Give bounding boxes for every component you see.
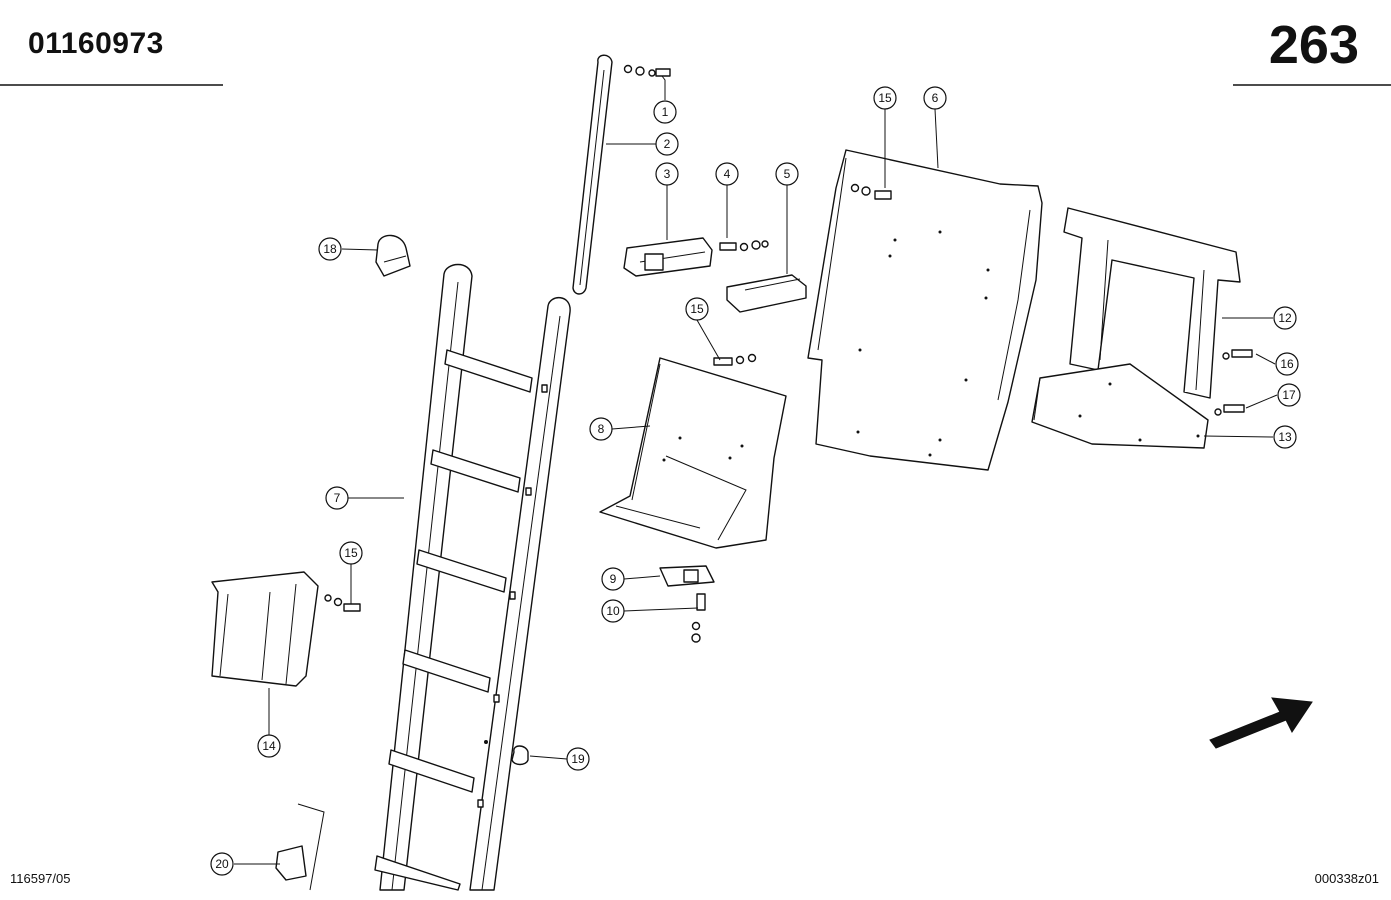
svg-text:18: 18	[323, 242, 337, 256]
part-plug-19	[511, 745, 529, 766]
svg-text:8: 8	[598, 422, 605, 436]
callout-15-seat: 15	[685, 297, 709, 321]
svg-text:4: 4	[724, 167, 731, 181]
part-bolt-15-cover	[324, 594, 361, 612]
part-bolt-17	[1214, 404, 1245, 416]
document-number: 01160973	[28, 27, 164, 60]
svg-text:13: 13	[1278, 430, 1292, 444]
part-bolt-15-panel	[850, 183, 892, 200]
part-foot-cap-20	[275, 803, 325, 891]
svg-text:2: 2	[664, 137, 671, 151]
part-cap-18	[375, 234, 411, 277]
callout-1: 1	[653, 100, 677, 124]
svg-text:9: 9	[610, 572, 617, 586]
svg-text:6: 6	[932, 91, 939, 105]
callout-17: 17	[1277, 383, 1301, 407]
svg-text:20: 20	[215, 857, 229, 871]
callout-9: 9	[601, 567, 625, 591]
callout-2: 2	[655, 132, 679, 156]
svg-text:7: 7	[334, 491, 341, 505]
svg-text:1: 1	[662, 105, 669, 119]
callout-16: 16	[1275, 352, 1299, 376]
svg-text:12: 12	[1278, 311, 1292, 325]
svg-text:14: 14	[262, 739, 276, 753]
part-channel-5	[726, 274, 807, 313]
svg-text:10: 10	[606, 604, 620, 618]
part-rod	[572, 54, 613, 295]
page-number: 263	[1268, 15, 1359, 75]
callout-18: 18	[318, 237, 342, 261]
ladder-rungs	[374, 349, 533, 891]
callout-10: 10	[601, 599, 625, 623]
part-frame-12	[1063, 207, 1241, 399]
part-bracket-3	[623, 237, 713, 277]
part-bolt-10	[691, 593, 706, 643]
callout-3: 3	[655, 162, 679, 186]
callout-8: 8	[589, 417, 613, 441]
callout-19: 19	[566, 747, 590, 771]
callout-leaders	[234, 75, 1278, 865]
svg-text:17: 17	[1282, 388, 1296, 402]
svg-text:16: 16	[1280, 357, 1294, 371]
svg-text:5: 5	[784, 167, 791, 181]
callout-4: 4	[715, 162, 739, 186]
svg-text:15: 15	[690, 302, 704, 316]
callout-14: 14	[257, 734, 281, 758]
svg-text:3: 3	[664, 167, 671, 181]
svg-text:15: 15	[344, 546, 358, 560]
callout-5: 5	[775, 162, 799, 186]
svg-text:15: 15	[878, 91, 892, 105]
svg-text:19: 19	[571, 752, 585, 766]
direction-arrow-icon	[1209, 697, 1313, 749]
part-plate-13	[1031, 363, 1209, 449]
callout-15-panel: 15	[873, 86, 897, 110]
part-bolt-15-seat	[713, 353, 757, 366]
part-cover-14	[211, 571, 319, 687]
part-ladder-7	[374, 263, 571, 891]
callout-6: 6	[923, 86, 947, 110]
callout-12: 12	[1273, 306, 1297, 330]
callout-7: 7	[325, 486, 349, 510]
callout-15-cover: 15	[339, 541, 363, 565]
part-bolt-4	[719, 240, 769, 252]
footer-right-code: 000338z01	[1314, 871, 1379, 886]
callout-13: 13	[1273, 425, 1297, 449]
footer-left-code: 116597/05	[10, 871, 71, 886]
callout-20: 20	[210, 852, 234, 876]
part-clamp-9	[659, 565, 715, 587]
part-bolt-1	[623, 64, 671, 77]
part-bolt-16	[1222, 349, 1253, 360]
part-side-panel-6	[807, 149, 1043, 471]
part-seat-bracket-8	[599, 357, 787, 549]
